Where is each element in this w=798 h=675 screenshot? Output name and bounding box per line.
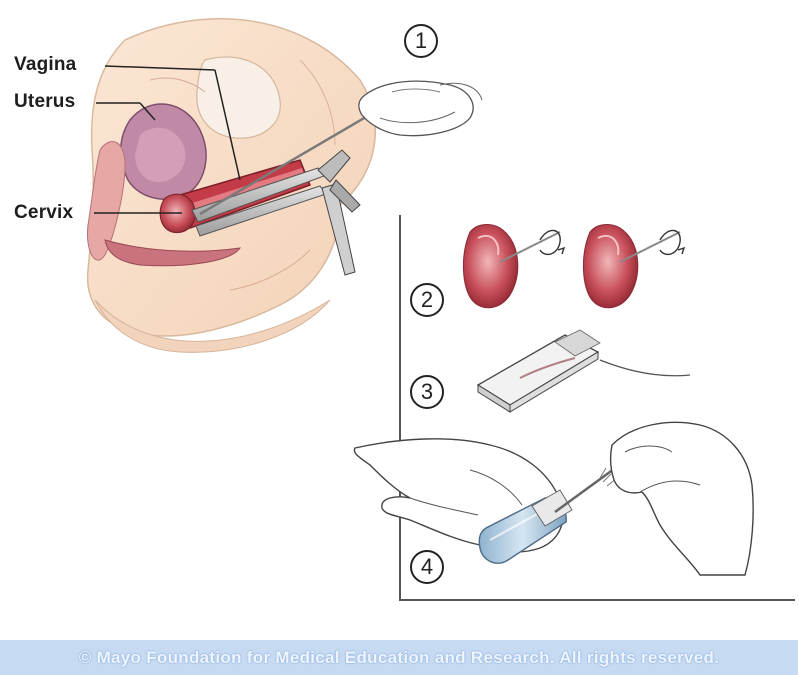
cervix-label: Cervix — [14, 202, 73, 224]
step-4-vial-and-hands — [354, 422, 753, 575]
uterus-label: Uterus — [14, 91, 75, 113]
step-3-glass-slide — [478, 330, 690, 412]
step-2-cervix-illustrations — [463, 225, 684, 308]
copyright-text: © Mayo Foundation for Medical Education … — [79, 648, 720, 668]
step-number-3: 3 — [410, 375, 444, 409]
step-number-4: 4 — [410, 550, 444, 584]
cervix-sample-left — [463, 225, 564, 308]
vagina-label: Vagina — [14, 54, 76, 76]
step-number-1: 1 — [404, 24, 438, 58]
step-number-2: 2 — [410, 283, 444, 317]
copyright-footer: © Mayo Foundation for Medical Education … — [0, 640, 798, 675]
cervix-sample-right — [583, 225, 684, 308]
